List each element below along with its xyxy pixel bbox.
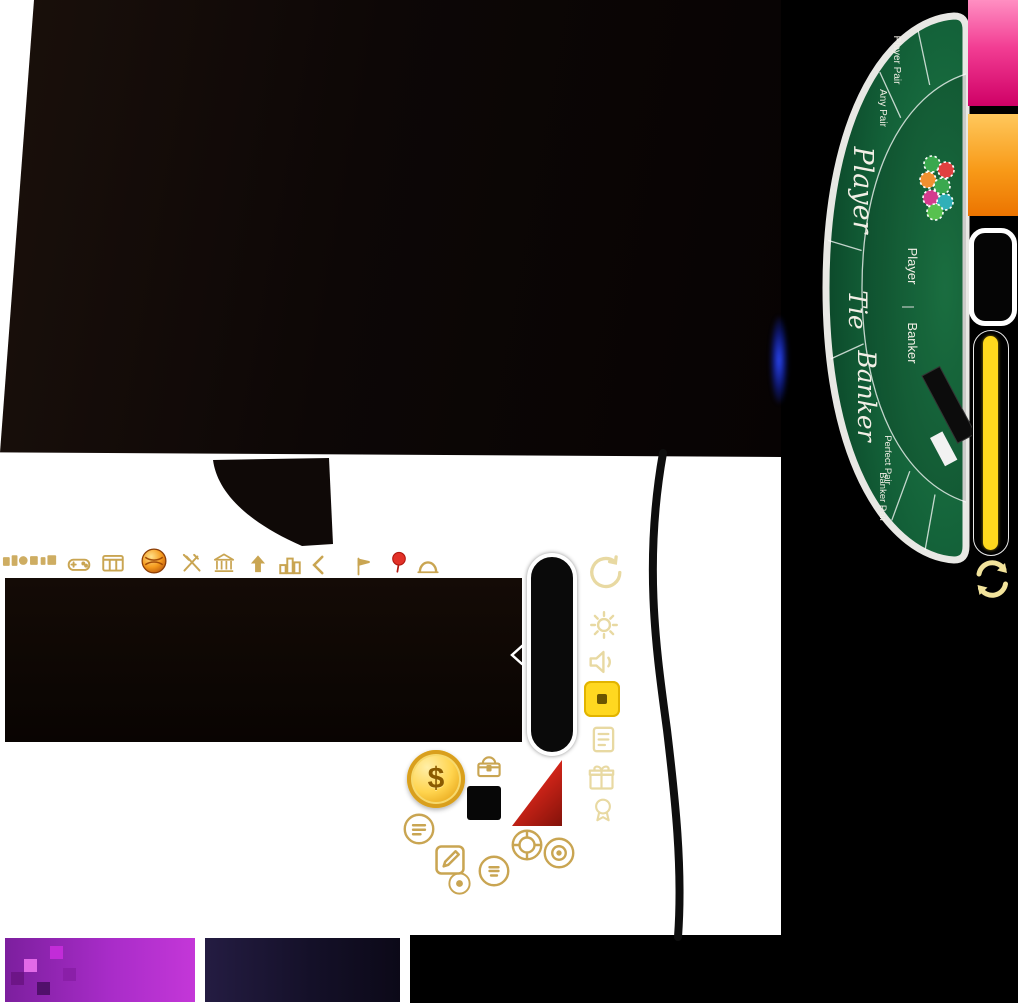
banner-pixel xyxy=(24,959,37,972)
dot-circle-icon[interactable] xyxy=(446,870,473,897)
flag-icon[interactable] xyxy=(352,554,376,578)
drawer-collapse-icon[interactable] xyxy=(509,644,525,666)
arrow-up-icon[interactable] xyxy=(245,551,271,577)
card-shoe xyxy=(921,365,972,444)
refresh-icon[interactable] xyxy=(966,554,1018,604)
bet-banker-pair[interactable]: Banker Pair xyxy=(877,472,888,522)
edit-square-icon[interactable] xyxy=(431,841,469,879)
gold-coin[interactable]: $ xyxy=(407,750,465,808)
promo-banner-purple[interactable] xyxy=(5,938,195,1002)
game-video-screen xyxy=(0,0,781,457)
inner-banker-label: Banker xyxy=(905,322,920,364)
chip-circle-icon[interactable] xyxy=(509,827,545,863)
bet-any-pair[interactable]: Any Pair xyxy=(877,89,888,127)
location-pin-icon[interactable] xyxy=(386,549,412,575)
dealt-card xyxy=(930,431,958,467)
bet-perfect-pair[interactable]: Perfect Pair xyxy=(882,435,893,485)
cable xyxy=(648,449,684,941)
baccarat-table: Player Pair Any Pair Player Tie Banker P… xyxy=(822,12,972,564)
red-pennant[interactable] xyxy=(512,760,562,826)
info-panel xyxy=(5,578,522,742)
speaker-icon[interactable] xyxy=(585,645,619,679)
back-chevron-icon[interactable] xyxy=(306,552,332,578)
slider-fill xyxy=(983,336,998,550)
segment-dividers xyxy=(827,30,936,551)
active-square-glyph xyxy=(597,694,607,704)
screen-shadow-wedge xyxy=(213,458,333,546)
golden-ball-icon[interactable] xyxy=(139,546,169,576)
cash-circle-icon[interactable] xyxy=(476,853,512,889)
bet-player-pair[interactable]: Player Pair xyxy=(891,36,902,86)
chest-icon[interactable] xyxy=(474,750,504,782)
table-felt xyxy=(822,12,970,564)
bet-banker[interactable]: Banker xyxy=(852,349,881,443)
bet-player[interactable]: Player xyxy=(847,145,878,235)
bank-icon[interactable] xyxy=(211,550,237,576)
slider-track[interactable] xyxy=(973,330,1009,556)
promo-banner-navy[interactable] xyxy=(205,938,400,1002)
banner-pixel xyxy=(11,972,24,985)
black-tile[interactable] xyxy=(467,786,501,820)
bet-tie[interactable]: Tie xyxy=(843,290,872,329)
sun-icon[interactable] xyxy=(587,608,621,642)
orange-banner xyxy=(968,114,1018,216)
slots-window-icon[interactable] xyxy=(100,550,126,576)
gift-icon[interactable] xyxy=(585,761,618,794)
drawer-pill[interactable] xyxy=(527,553,577,756)
arch-icon[interactable] xyxy=(415,550,441,576)
pink-banner xyxy=(968,0,1018,106)
podium-icon[interactable] xyxy=(277,551,303,577)
medal-icon[interactable] xyxy=(588,794,618,824)
menu-circle-icon[interactable] xyxy=(401,811,437,847)
banner-pixel xyxy=(50,946,63,959)
chip-stack xyxy=(919,155,955,221)
coin-symbol: $ xyxy=(427,762,445,795)
table-inner-arc xyxy=(861,73,967,503)
loop-arrow-icon[interactable] xyxy=(582,552,624,594)
active-square-icon[interactable] xyxy=(584,681,620,717)
banner-pixel xyxy=(37,982,50,995)
brand-logo xyxy=(2,549,60,573)
white-pill-indicator[interactable] xyxy=(969,228,1017,326)
banner-pixel xyxy=(63,968,76,981)
inner-player-label: Player xyxy=(905,248,920,286)
target-circle-icon[interactable] xyxy=(541,835,577,871)
tools-icon[interactable] xyxy=(179,550,205,576)
screen-edge-glow xyxy=(770,316,788,404)
gamepad-icon[interactable] xyxy=(66,551,92,577)
file-icon[interactable] xyxy=(587,723,620,756)
